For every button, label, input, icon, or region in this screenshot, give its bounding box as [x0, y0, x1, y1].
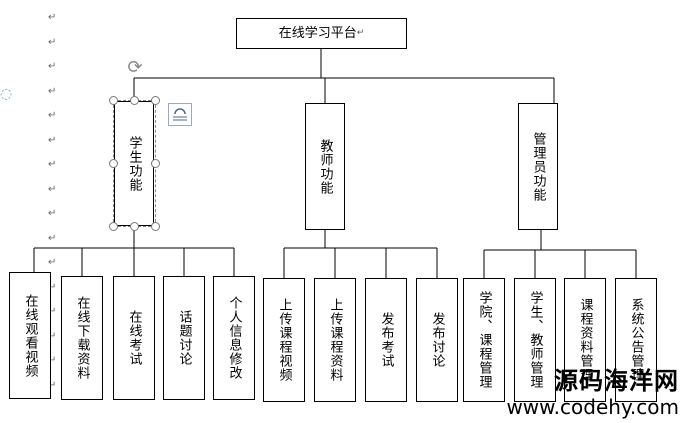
leaf-node-teacher-3[interactable]: 发布考试: [365, 278, 407, 402]
leaf-label: 在线观看视频: [22, 293, 38, 378]
paragraph-mark: ↵: [48, 134, 57, 146]
paragraph-mark: ↵: [48, 159, 57, 170]
watermark-title: 源码海洋网: [554, 367, 679, 395]
paragraph-marks-column: ↵ ↵ ↵ ↵ ↵ ↵ ↵ ↵ ↵ ↵ ↵ ↵ ↵ ↵ ↵ ↵: [48, 12, 60, 404]
paragraph-mark: ↵: [48, 379, 57, 391]
leaf-label: 学院、课程管理: [476, 291, 492, 389]
resize-handle[interactable]: [151, 96, 160, 105]
role-label-admin: 管理员功能: [530, 131, 546, 202]
leaf-label: 话题讨论: [176, 310, 192, 366]
leaf-node-admin-1[interactable]: 学院、课程管理: [463, 278, 505, 402]
leaf-label: 学生、教师管理: [527, 291, 543, 389]
leaf-node-student-1[interactable]: 在线观看视频: [9, 272, 51, 399]
leaf-node-student-2[interactable]: 在线下载资料: [61, 276, 103, 400]
paragraph-mark: ↵: [48, 85, 57, 97]
rotate-handle-icon[interactable]: ⟳: [127, 57, 143, 78]
leaf-node-student-5[interactable]: 个人信息修改: [213, 276, 255, 400]
role-label-teacher: 教师功能: [317, 138, 333, 195]
role-label-student: 学生功能: [126, 135, 142, 192]
leaf-node-student-3[interactable]: 在线考试: [113, 276, 155, 400]
selection-frame: [113, 100, 156, 227]
layout-options-icon: [173, 108, 187, 121]
paragraph-mark: ↵: [48, 36, 57, 48]
leaf-label: 在线下载资料: [74, 296, 90, 380]
resize-handle[interactable]: [109, 96, 118, 105]
resize-handle[interactable]: [130, 222, 139, 231]
margin-glyph: ◌: [0, 86, 13, 102]
role-node-teacher[interactable]: 教师功能: [305, 103, 345, 230]
leaf-node-admin-3[interactable]: 课程资料管理: [564, 278, 606, 402]
paragraph-mark: ↵: [48, 355, 57, 366]
paragraph-mark: ↵: [48, 110, 57, 121]
leaf-node-teacher-1[interactable]: 上传课程视频: [263, 278, 305, 402]
resize-handle[interactable]: [109, 159, 118, 168]
role-node-admin[interactable]: 管理员功能: [518, 103, 558, 230]
leaf-node-teacher-4[interactable]: 发布讨论: [416, 278, 458, 402]
leaf-node-student-4[interactable]: 话题讨论: [163, 276, 205, 400]
paragraph-mark: ↵: [48, 306, 57, 317]
leaf-label: 在线考试: [126, 310, 142, 366]
leaf-label: 上传课程资料: [327, 298, 343, 382]
paragraph-mark: ↵: [48, 12, 57, 23]
paragraph-mark: ↵: [48, 330, 57, 342]
leaf-label: 发布讨论: [429, 312, 445, 368]
paragraph-mark: ↵: [48, 208, 57, 219]
watermark: 源码海洋网 www.codehy.com: [506, 367, 679, 419]
paragraph-mark: ↵: [48, 61, 57, 72]
paragraph-mark: ↵: [48, 281, 57, 293]
root-label: 在线学习平台: [278, 26, 357, 41]
root-node[interactable]: 在线学习平台↵: [236, 18, 407, 49]
paragraph-mark: ↵: [48, 257, 57, 268]
paragraph-mark: ↵: [48, 183, 57, 195]
resize-handle[interactable]: [109, 222, 118, 231]
leaf-label: 发布考试: [378, 312, 394, 368]
leaf-label: 系统公告管理: [628, 298, 644, 382]
leaf-node-admin-4[interactable]: 系统公告管理: [615, 278, 657, 402]
leaf-label: 上传课程视频: [276, 298, 292, 382]
leaf-node-teacher-2[interactable]: 上传课程资料: [314, 278, 356, 402]
watermark-url: www.codehy.com: [506, 395, 679, 419]
resize-handle[interactable]: [151, 222, 160, 231]
leaf-node-admin-2[interactable]: 学生、教师管理: [514, 278, 556, 402]
layout-options-button[interactable]: [168, 103, 192, 126]
paragraph-mark: ↵: [48, 232, 57, 244]
leaf-label: 课程资料管理: [577, 298, 593, 382]
resize-handle[interactable]: [151, 159, 160, 168]
leaf-label: 个人信息修改: [226, 296, 242, 380]
resize-handle[interactable]: [130, 96, 139, 105]
